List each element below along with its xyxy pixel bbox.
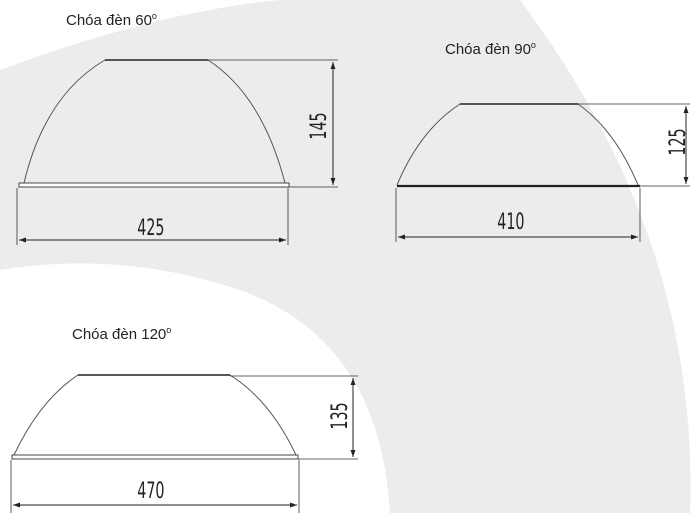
- reflector-60-title-text: Chóa đèn 60: [66, 12, 152, 29]
- reflector-60: [16, 59, 338, 245]
- reflector-90: [395, 103, 690, 242]
- reflector-120-base: [11, 454, 299, 460]
- reflector-60-width-label: 425: [137, 216, 165, 241]
- reflector-120-width-label: 470: [137, 479, 165, 504]
- degree-mark: o: [530, 40, 536, 50]
- degree-mark: o: [166, 325, 172, 335]
- reflector-90-width-label: 410: [497, 210, 525, 235]
- reflector-60-base: [18, 182, 290, 188]
- reflector-60-height-label: 145: [306, 112, 332, 140]
- reflector-90-height-label: 125: [665, 128, 691, 156]
- reflector-90-title-text: Chóa đèn 90: [445, 41, 531, 58]
- reflector-120: [10, 374, 358, 513]
- reflector-60-title: Chóa đèn 60o: [66, 11, 157, 29]
- degree-mark: o: [151, 11, 157, 21]
- reflector-120-outline: [13, 374, 297, 456]
- reflector-90-title: Chóa đèn 90o: [445, 40, 536, 58]
- reflector-120-title: Chóa đèn 120o: [72, 325, 171, 343]
- reflector-120-height-label: 135: [327, 402, 353, 430]
- reflector-120-title-text: Chóa đèn 120: [72, 326, 167, 343]
